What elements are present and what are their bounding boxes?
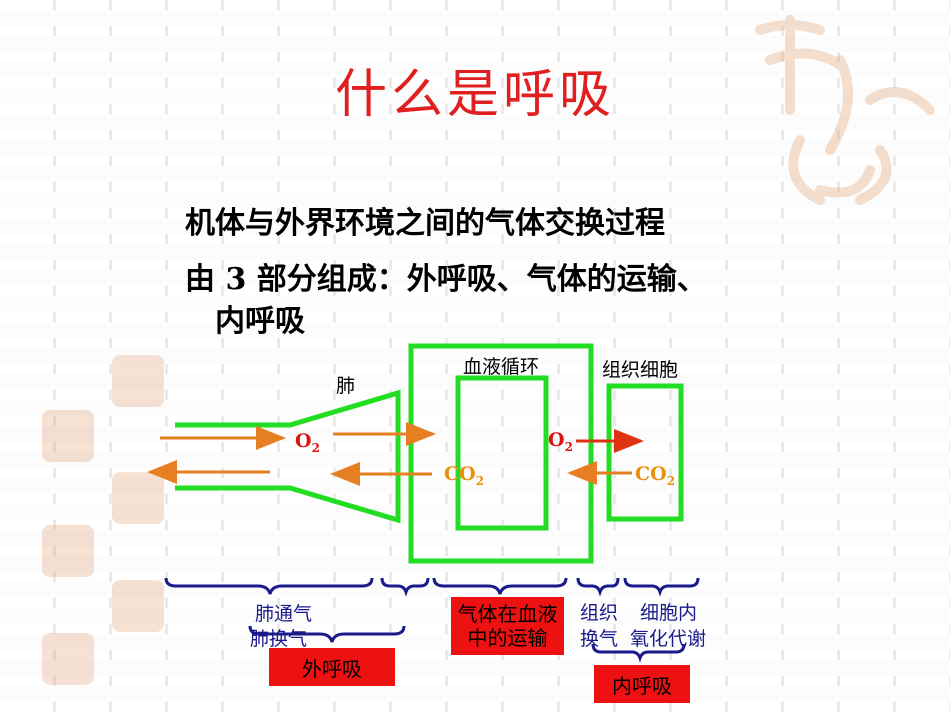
external-respiration-box: 外呼吸 xyxy=(269,648,395,686)
composition-line: 由 3 部分组成：外呼吸、气体的运输、 xyxy=(185,262,707,297)
o2-tissue-label: O2 xyxy=(548,429,573,454)
lung-ventilation-label: 肺通气 xyxy=(255,603,313,625)
cell-oxidation-label-2: 氧化代谢 xyxy=(630,628,707,650)
o2-lung-label: O2 xyxy=(295,430,320,455)
tissue-cell-box xyxy=(606,383,684,522)
lung-label: 肺 xyxy=(336,375,356,397)
brace-cell-oxidation xyxy=(623,577,700,597)
brace-tissue-exchange xyxy=(576,577,620,597)
definition-line: 机体与外界环境之间的气体交换过程 xyxy=(185,206,665,241)
composition-line-cont: 内呼吸 xyxy=(215,304,305,339)
tissue-cell-label: 组织细胞 xyxy=(602,359,679,381)
co2-tissue-label: CO2 xyxy=(635,463,676,488)
blood-circulation-label: 血液循环 xyxy=(463,356,540,378)
lung-shape xyxy=(175,389,401,524)
brace-external-respiration xyxy=(248,625,406,643)
blood-inner-box xyxy=(455,375,549,531)
lung-exchange-label: 肺换气 xyxy=(250,628,308,650)
internal-respiration-box: 内呼吸 xyxy=(594,665,690,703)
blood-circulation-outer-box xyxy=(408,343,594,564)
brace-lung-ventilation xyxy=(164,577,374,595)
brace-internal-respiration xyxy=(591,643,686,663)
page-title: 什么是呼吸 xyxy=(334,65,615,125)
tissue-exchange-label-2: 换气 xyxy=(580,628,619,650)
blood-transport-box: 气体在血液 中的运输 xyxy=(451,597,564,655)
co2-blood-label: CO2 xyxy=(444,463,485,488)
brace-blood-transport xyxy=(432,577,568,595)
brace-lung-exchange xyxy=(380,577,430,597)
cell-oxidation-label-1: 细胞内 xyxy=(640,602,698,624)
tissue-exchange-label-1: 组织 xyxy=(580,602,619,624)
